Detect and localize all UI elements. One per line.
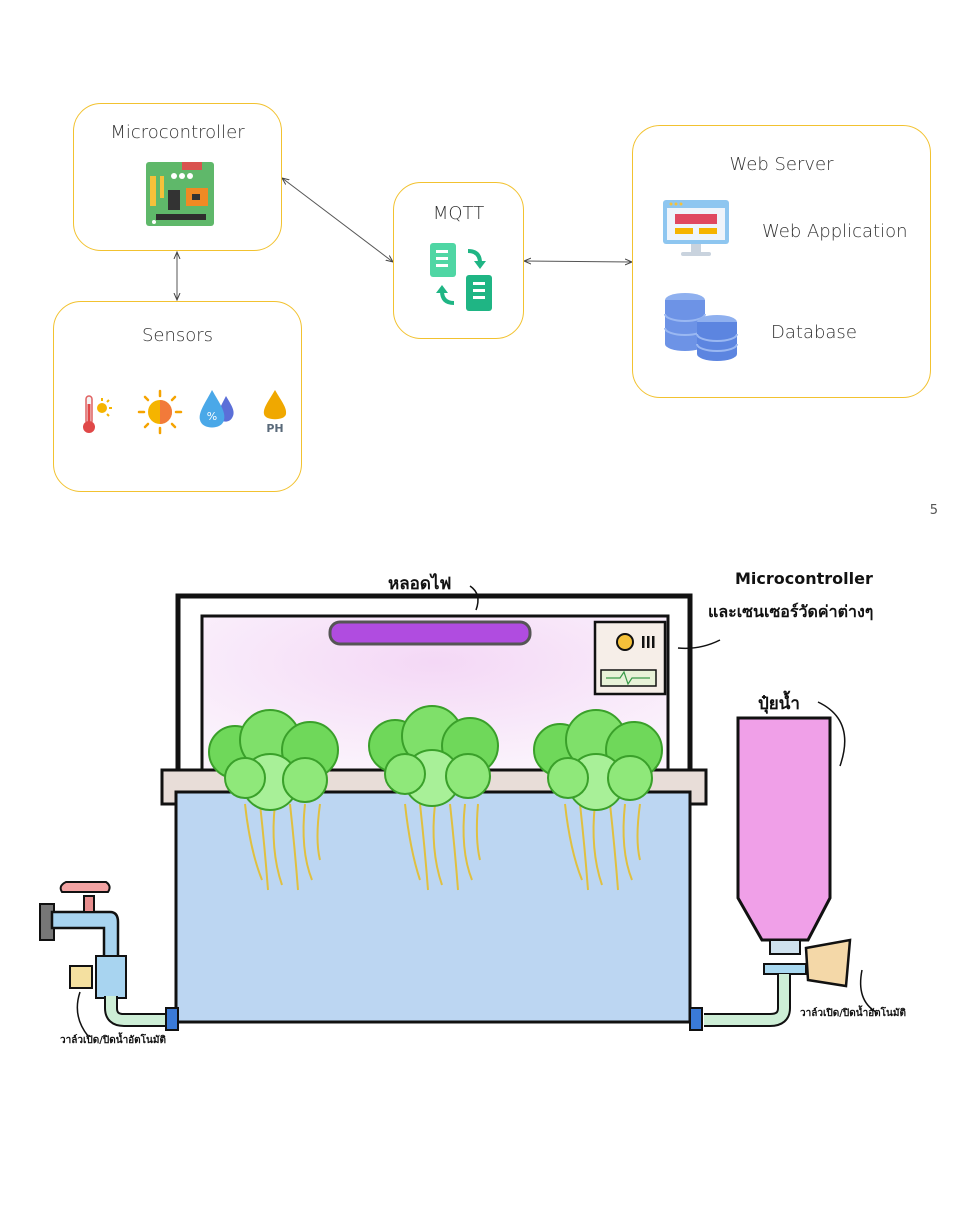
grow-lamp <box>328 620 532 646</box>
data-exchange-icon <box>430 243 492 311</box>
ph-drop-icon: PH <box>263 390 287 435</box>
controller-pointer <box>677 639 721 650</box>
fertilizer-pointer <box>817 701 846 767</box>
plant-right <box>533 709 663 891</box>
lamp-pointer <box>469 585 479 611</box>
plant-middle <box>368 705 499 891</box>
left-valve-label: วาล์วเปิด/ปิดน้ำอัตโนมัติ <box>60 1035 166 1046</box>
circuit-board-icon <box>146 162 214 226</box>
controller-label-line2: และเซนเซอร์วัดค่าต่างๆ <box>708 602 874 621</box>
web-server-title: Web Server <box>729 154 834 175</box>
fertilizer-bottle <box>736 716 852 988</box>
mqtt-title: MQTT <box>432 203 485 224</box>
right-valve-label: วาล์วเปิด/ปิดน้ำอัตโนมัติ <box>800 1008 906 1019</box>
ph-label: PH <box>266 422 283 435</box>
controller-label-line1: Microcontroller <box>735 569 873 588</box>
connectors <box>0 0 960 500</box>
plant-left <box>208 709 339 891</box>
mqtt-box: MQTT <box>393 182 524 339</box>
micro-mqtt-connector <box>282 178 393 262</box>
sensors-title: Sensors <box>141 325 214 346</box>
controller-box <box>593 620 667 696</box>
lamp-label: หลอดไฟ <box>388 574 452 594</box>
microcontroller-box: Microcontroller <box>73 103 282 251</box>
page-number: 5 <box>929 503 938 518</box>
hydroponic-illustration <box>39 585 877 1037</box>
right-valve-pointer <box>859 969 877 1013</box>
mqtt-webserver-connector <box>524 261 632 262</box>
svg-text:%: % <box>207 410 217 423</box>
microcontroller-title: Microcontroller <box>110 122 245 143</box>
web-monitor-icon <box>663 200 729 256</box>
sun-icon <box>137 389 183 435</box>
sensors-box: Sensors % PH <box>53 301 302 492</box>
web-server-box: Web Server Web Application Database <box>632 125 931 398</box>
fertilizer-label: ปุ๋ยน้ำ <box>758 694 800 714</box>
water-faucet <box>39 881 127 999</box>
thermometer-sun-icon <box>83 395 112 433</box>
database-icon <box>664 293 738 361</box>
left-valve-pointer <box>76 991 89 1037</box>
web-application-label: Web Application <box>762 221 908 242</box>
humidity-drops-icon: % <box>199 390 234 428</box>
database-label: Database <box>771 322 857 343</box>
right-pipe <box>704 974 791 1027</box>
